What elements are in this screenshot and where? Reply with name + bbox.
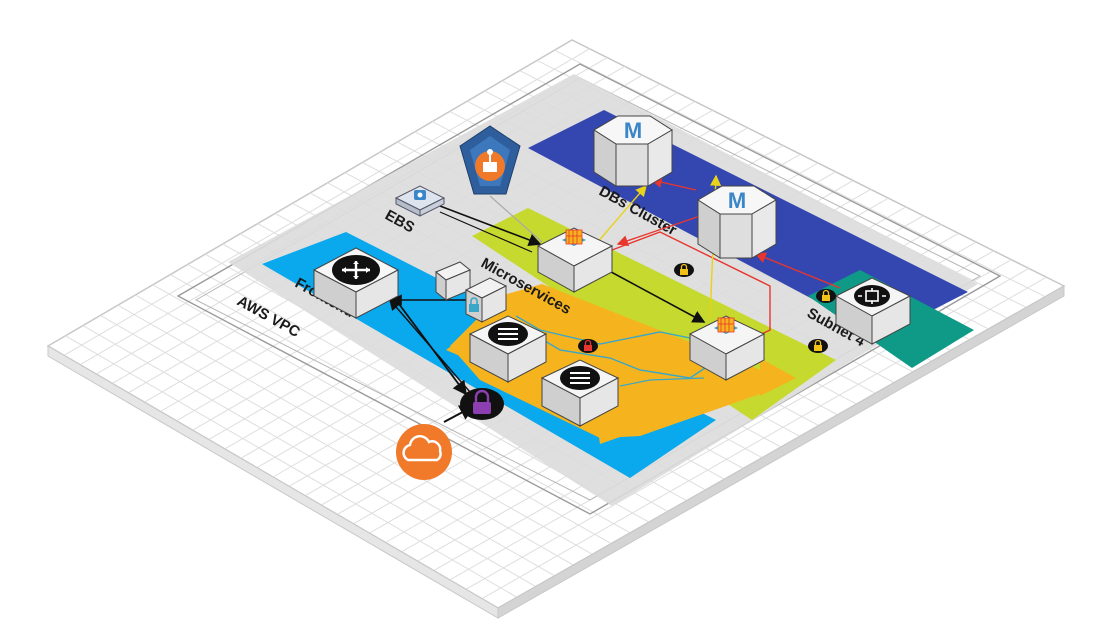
ebs-volume-icon[interactable] xyxy=(394,185,446,217)
subnet4-block[interactable] xyxy=(834,277,912,345)
lock-badge-amber-1 xyxy=(674,263,694,277)
router-icon xyxy=(332,255,380,285)
container-block-1[interactable] xyxy=(536,227,614,293)
lock-badge-red xyxy=(578,339,598,353)
lock-badge-amber-3 xyxy=(808,339,828,353)
gateway-icon xyxy=(854,285,890,307)
shield-icon[interactable] xyxy=(459,125,521,195)
traffic-arrow-right xyxy=(760,358,796,396)
traffic-band xyxy=(450,284,790,438)
grid-line xyxy=(63,48,590,356)
database-icon: M xyxy=(624,118,642,143)
server-block-1[interactable] xyxy=(468,315,548,383)
server-block-2[interactable] xyxy=(540,359,620,427)
database-icon: M xyxy=(728,188,746,213)
vpc-outline xyxy=(176,63,1002,515)
container-icon xyxy=(562,229,586,246)
lock-icon xyxy=(469,297,479,312)
gateway-block-1[interactable] xyxy=(435,261,471,302)
container-block-2[interactable] xyxy=(688,315,766,381)
traffic-arrow-down xyxy=(596,418,640,444)
container-icon xyxy=(714,317,738,334)
router-block[interactable] xyxy=(312,247,400,319)
gateway-block-2[interactable] xyxy=(464,277,508,323)
database-block-1[interactable]: M xyxy=(593,115,673,187)
lock-badge-amber-2 xyxy=(816,289,836,303)
database-block-2[interactable]: M xyxy=(697,185,777,259)
cloud-icon[interactable] xyxy=(396,424,452,480)
server-rack-icon xyxy=(488,322,528,346)
firewall-lock[interactable] xyxy=(460,388,504,420)
server-rack-icon xyxy=(560,366,600,390)
traffic-arrow-left xyxy=(446,332,474,362)
